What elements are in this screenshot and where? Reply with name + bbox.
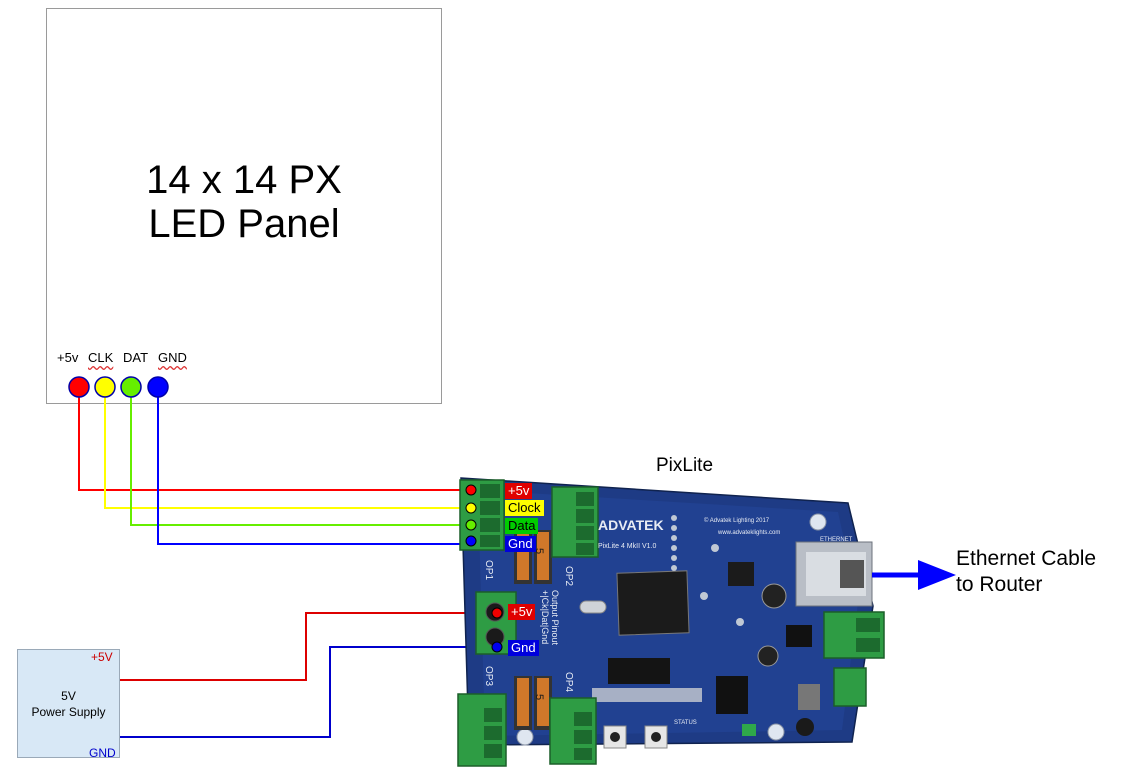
wire-data xyxy=(130,387,470,526)
label-op4: OP4 xyxy=(563,672,574,692)
label-op1: OP1 xyxy=(483,560,494,580)
fuse-label-1: 5 xyxy=(533,548,545,554)
label-op3: OP3 xyxy=(483,666,494,686)
board-url: www.advateklights.com xyxy=(717,530,780,536)
led-panel-title-line2: LED Panel xyxy=(148,202,340,246)
panel-pin-gnd xyxy=(147,376,169,398)
power-supply-name: 5V Power Supply xyxy=(17,688,120,720)
output-pinout-silk: Output Pinout xyxy=(550,590,560,646)
board-brand: ADVATEK xyxy=(598,517,664,533)
pinout-codes-silk: +|Ck|Dat|Gnd xyxy=(540,590,550,644)
pin-label-5v: +5v xyxy=(57,350,79,365)
led-panel-title-line1: 14 x 14 PX xyxy=(146,158,342,202)
pixlite-board xyxy=(457,477,885,767)
power-supply-box xyxy=(17,649,120,758)
tag-op1-gnd: Gnd xyxy=(505,536,536,552)
board-ethernet-silk: ETHERNET xyxy=(820,537,853,543)
board-copyright: © Advatek Lighting 2017 xyxy=(704,517,770,524)
pin-label-gnd: GND xyxy=(158,350,187,365)
tag-op1-data: Data xyxy=(505,518,539,534)
power-supply-name-line2: Power Supply xyxy=(31,705,106,719)
pixlite-label: PixLite xyxy=(656,455,714,476)
fuse-label-2: 5 xyxy=(533,694,545,700)
led-panel xyxy=(46,8,442,404)
board-model: PixLite 4 MkII V1.0 xyxy=(598,543,656,550)
led-panel-title: 14 x 14 PX LED Panel xyxy=(46,158,442,246)
panel-pin-5v xyxy=(68,376,90,398)
ethernet-label-line2: to Router xyxy=(956,573,1043,596)
tag-op1-clock: Clock xyxy=(505,500,544,516)
wire-clock xyxy=(104,387,470,509)
psu-plus-label: +5V xyxy=(91,650,113,664)
board-status-silk: STATUS xyxy=(674,720,697,726)
ethernet-label-line1: Ethernet Cable xyxy=(956,547,1097,570)
psu-gnd-label: GND xyxy=(89,746,116,760)
tag-power-5v: +5v xyxy=(508,604,536,620)
pin-label-clk: CLK xyxy=(88,350,114,365)
ethernet-label: Ethernet Cable to Router xyxy=(956,546,1096,598)
label-op2: OP2 xyxy=(563,566,574,586)
ethernet-arrow-head xyxy=(918,560,956,590)
wire-psu-gnd xyxy=(115,646,497,738)
power-supply-name-line1: 5V xyxy=(61,689,76,703)
wire-5v xyxy=(78,387,470,491)
wire-gnd xyxy=(157,387,470,545)
panel-pin-clk xyxy=(94,376,116,398)
pin-label-dat: DAT xyxy=(123,350,149,365)
tag-power-gnd: Gnd xyxy=(508,640,539,656)
tag-op1-5v: +5v xyxy=(505,483,533,499)
wire-psu-5v xyxy=(115,612,497,681)
panel-pin-dat xyxy=(120,376,142,398)
